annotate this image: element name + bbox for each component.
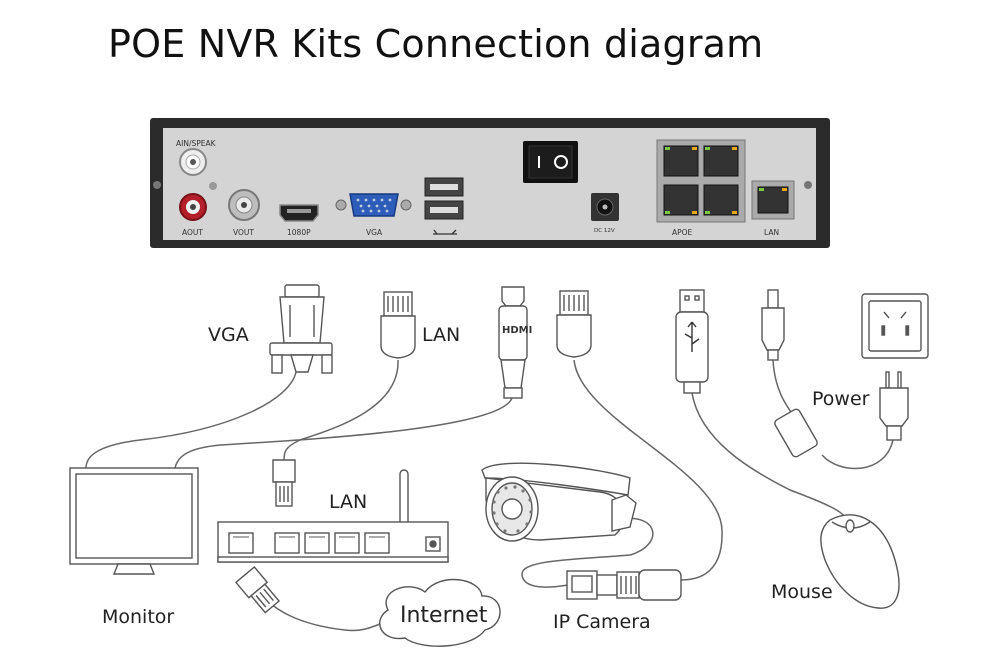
mouse-cable	[691, 392, 846, 519]
diagram-title: POE NVR Kits Connection diagram	[108, 22, 764, 66]
label-power: Power	[812, 388, 870, 410]
vga-plug	[269, 284, 333, 374]
mouse-drawing	[820, 514, 900, 609]
label-ain-speak: AIN/SPEAK	[176, 139, 217, 148]
power-switch	[523, 141, 578, 183]
label-ip-camera: IP Camera	[553, 611, 651, 633]
label-lan-top: LAN	[422, 324, 461, 346]
lan-port	[751, 180, 795, 220]
vga-port	[335, 193, 412, 217]
power-cable-bottom	[821, 439, 894, 470]
wall-plug	[879, 371, 909, 441]
hdmi-cable	[174, 397, 513, 469]
hdmi-plug	[498, 286, 528, 399]
label-internet: Internet	[400, 603, 488, 628]
bnc-vout	[228, 189, 260, 221]
lan-plug-router	[272, 459, 296, 507]
lan-plug-top	[380, 291, 416, 359]
label-lan-port: LAN	[764, 228, 779, 237]
label-lan-router: LAN	[329, 491, 368, 513]
label-vout: VOUT	[233, 228, 254, 237]
label-aout: AOUT	[182, 228, 203, 237]
camera-rj45	[566, 569, 682, 601]
dc-plug	[761, 289, 818, 458]
internet-cable	[257, 587, 381, 632]
hdmi-port	[279, 204, 319, 222]
ip-camera-drawing	[481, 462, 637, 542]
label-monitor: Monitor	[102, 606, 175, 628]
dc-jack	[591, 193, 619, 221]
camera-pigtail	[521, 517, 654, 588]
usb-plug	[675, 289, 709, 394]
nvr-back-panel: AIN/SPEAK AOUT VOUT 1080P VGA DC 12V APO…	[150, 118, 830, 248]
apoe-ports	[656, 139, 746, 223]
label-mouse: Mouse	[771, 581, 833, 603]
usb-ports	[424, 177, 464, 235]
lan-cable	[283, 359, 399, 461]
internet-cloud	[379, 578, 501, 647]
label-vga-port: VGA	[366, 228, 383, 237]
monitor-drawing	[69, 467, 199, 575]
wall-outlet	[861, 293, 929, 359]
vga-cable	[85, 371, 297, 469]
lan-plug-camera	[556, 290, 592, 358]
router-drawing	[217, 469, 449, 563]
rca-jacks	[179, 148, 217, 221]
camera-cable	[573, 359, 723, 581]
label-1080p: 1080P	[287, 228, 311, 237]
hdmi-plug-text: HDMI	[502, 325, 532, 336]
label-apoe: APOE	[672, 228, 693, 237]
label-vga: VGA	[208, 324, 249, 346]
label-dc-12v: DC 12V	[594, 228, 615, 234]
lan-plug-internet	[234, 565, 281, 614]
